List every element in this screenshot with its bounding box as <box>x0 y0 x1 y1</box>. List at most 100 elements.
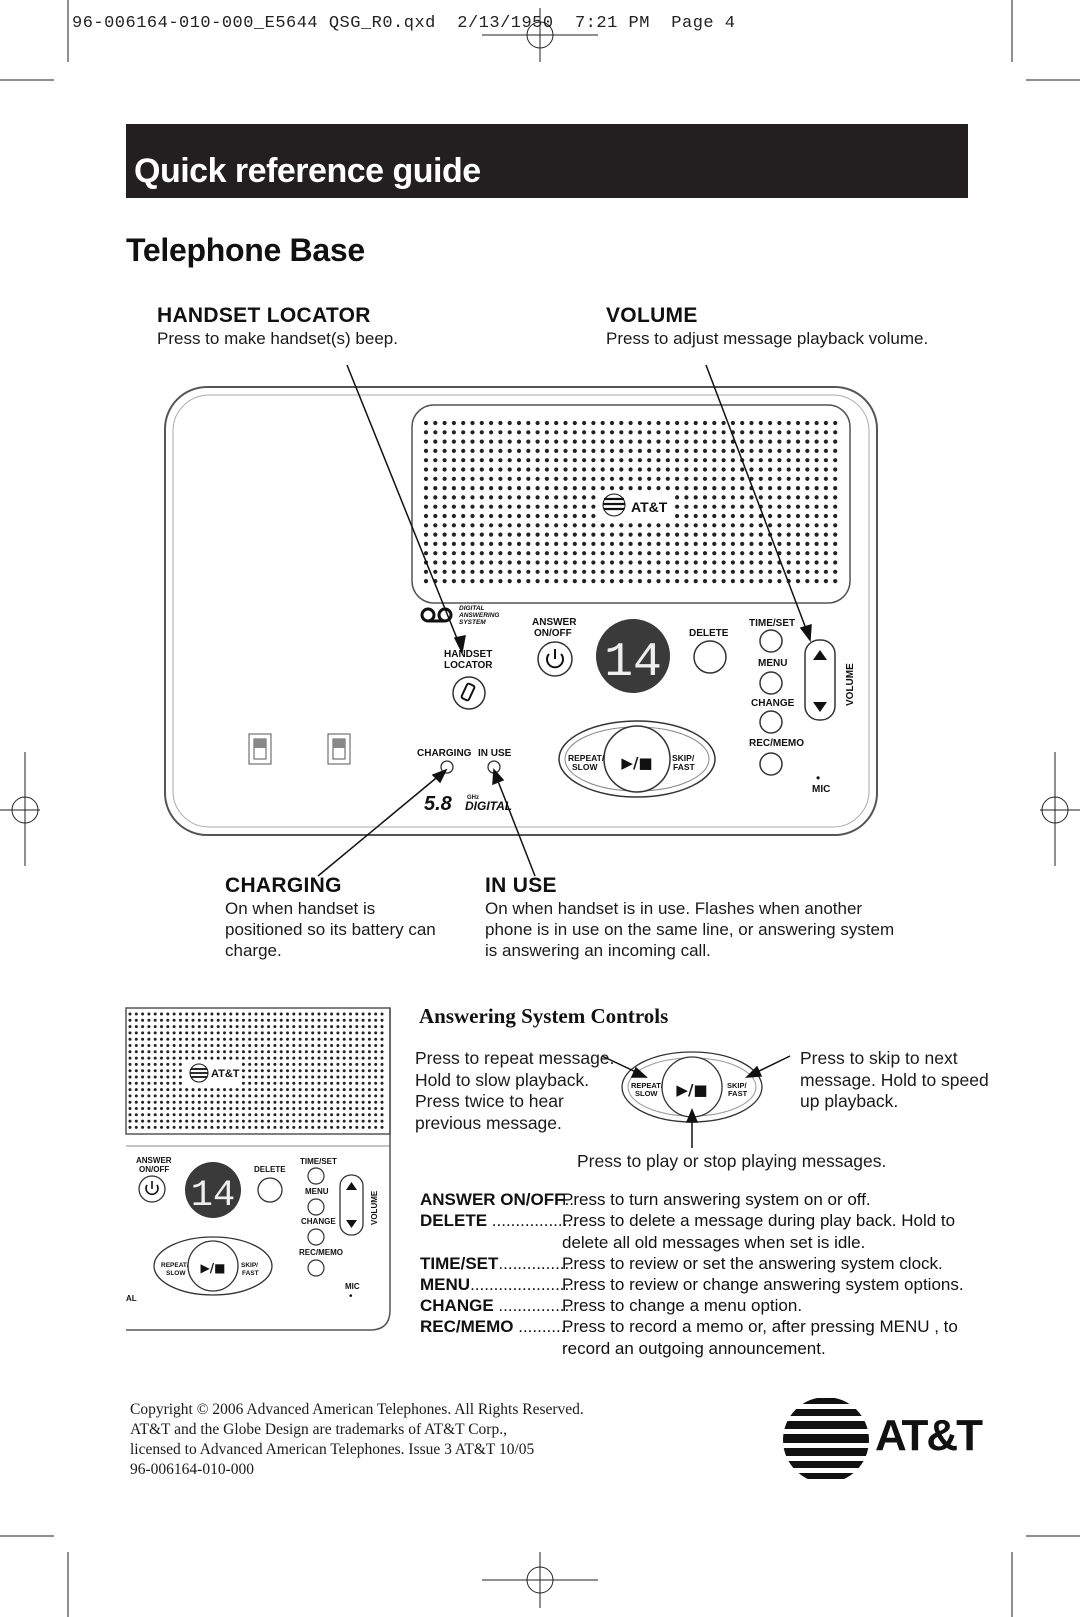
play-stop-button[interactable] <box>603 725 671 793</box>
page-title: Quick reference guide <box>134 152 481 190</box>
slow-label: SLOW <box>572 762 598 772</box>
skip-note-line: up playback. <box>800 1091 899 1111</box>
inset-change-button[interactable] <box>307 1228 325 1246</box>
control-leader: .. <box>564 1190 574 1209</box>
control-leader: ................ <box>493 1296 574 1315</box>
message-counter-display <box>596 619 670 693</box>
control-desc: Press to delete a message during play ba… <box>562 1211 956 1252</box>
repeat-note-line: previous message. <box>415 1112 562 1133</box>
inset-menu-button[interactable] <box>307 1198 325 1216</box>
asc-repeat-label: REPEAT/ <box>631 1081 664 1090</box>
inset-skip-label: SKIP/ <box>241 1262 258 1269</box>
das-label-3: SYSTEM <box>459 619 486 626</box>
inset-volume-label: VOLUME <box>370 1190 379 1225</box>
left-switch-2 <box>327 733 351 765</box>
freq-label: 5.8 <box>424 793 453 815</box>
inset-illustration: AT&T ANSWER ON/OFF DELETE TIME/SET MENU … <box>125 1007 791 1331</box>
control-leader: ...................... <box>470 1275 574 1294</box>
charging-title: CHARGING <box>225 874 342 897</box>
inset-fast-label: FAST <box>242 1270 259 1277</box>
inset-speaker-grille <box>128 1012 384 1129</box>
handset-locator-desc: Press to make handset(s) beep. <box>157 329 398 348</box>
control-leader: ................ <box>498 1254 574 1273</box>
control-desc: Press to review or set the answering sys… <box>562 1254 943 1273</box>
telephone-base-illustration: AT&T DIGITAL ANSWERING SYSTEM ANSWER ON/… <box>164 364 878 877</box>
play-note: Press to play or stop playing messages. <box>577 1151 887 1171</box>
answer-power-button[interactable] <box>537 641 573 677</box>
in-use-label: IN USE <box>478 748 512 759</box>
repeat-note: Press to repeat message. Hold to slow pl… <box>415 1048 614 1134</box>
rec-memo-label: REC/MEMO <box>749 738 804 749</box>
locator-label: LOCATOR <box>444 660 493 671</box>
inset-counter-display <box>185 1162 241 1218</box>
control-row: CHANGE ................Press to change a… <box>420 1295 980 1317</box>
asc-skip-label: SKIP/ <box>727 1081 748 1090</box>
asc-fast-label: FAST <box>728 1089 748 1098</box>
inset-play-button[interactable] <box>187 1240 239 1292</box>
digital-label: DIGITAL <box>465 799 512 813</box>
asc-slow-label: SLOW <box>635 1089 658 1098</box>
control-key: CHANGE <box>420 1296 494 1315</box>
control-desc: Press to turn answering system on or off… <box>562 1190 871 1209</box>
delete-label: DELETE <box>689 628 729 639</box>
control-desc: Press to change a menu option. <box>562 1296 803 1315</box>
charging-desc: On when handset is positioned so its bat… <box>225 899 436 960</box>
att-logo-text: AT&T <box>875 1411 983 1460</box>
control-row: REC/MEMO ...........Press to record a me… <box>420 1316 980 1358</box>
inset-menu-label: MENU <box>305 1187 329 1196</box>
inset-brand: AT&T <box>211 1068 240 1080</box>
menu-button[interactable] <box>759 671 783 695</box>
das-label-1: DIGITAL <box>459 605 485 612</box>
inset-delete-button[interactable] <box>257 1177 283 1203</box>
change-button[interactable] <box>759 710 783 734</box>
message-count: 14 <box>604 636 662 690</box>
inset-rec-memo-label: REC/MEMO <box>299 1248 343 1257</box>
asc-arrows <box>601 1055 791 1148</box>
inset-mic-label: MIC <box>345 1282 360 1291</box>
time-set-button[interactable] <box>759 629 783 653</box>
att-globe-icon <box>783 1398 869 1479</box>
inset-repeat-label: REPEAT/ <box>161 1262 189 1269</box>
copyright-line: AT&T and the Globe Design are trademarks… <box>130 1421 507 1438</box>
ghz-label: GHz <box>467 795 479 801</box>
repeat-label: REPEAT/ <box>568 753 605 763</box>
inset-time-set-button[interactable] <box>307 1167 325 1185</box>
in-use-title: IN USE <box>485 874 557 897</box>
control-key: DELETE <box>420 1211 488 1230</box>
svg-text:DIGITAL ANSWERING SYST: DIGITAL ANSWERING SYSTEM <box>458 605 501 626</box>
change-label: CHANGE <box>751 698 795 709</box>
inset-message-count: 14 <box>191 1175 235 1217</box>
time-set-label: TIME/SET <box>749 618 795 629</box>
control-key: TIME/SET <box>420 1254 499 1273</box>
handset-locator-title: HANDSET LOCATOR <box>157 304 371 327</box>
delete-button[interactable] <box>693 640 727 674</box>
rec-memo-button[interactable] <box>759 752 783 776</box>
left-switch-1 <box>248 733 272 765</box>
volume-label: VOLUME <box>845 663 856 706</box>
playback-control-cluster <box>558 720 716 798</box>
inset-play-icon: ▶/■ <box>201 1261 226 1275</box>
menu-label: MENU <box>758 658 787 669</box>
volume-rocker[interactable] <box>804 639 836 721</box>
handset-label: HANDSET <box>444 649 492 660</box>
control-key: MENU <box>420 1275 471 1294</box>
inset-volume-rocker[interactable] <box>339 1174 364 1236</box>
inset-change-label: CHANGE <box>301 1217 336 1226</box>
play-stop-icon: ▶/■ <box>621 754 652 772</box>
asc-cluster <box>621 1051 763 1123</box>
inset-brand-icon <box>189 1063 209 1083</box>
control-key: REC/MEMO <box>420 1317 514 1336</box>
brand-logo-icon <box>602 493 626 517</box>
handset-locator-button[interactable] <box>452 676 486 710</box>
control-leader: ........... <box>513 1317 571 1336</box>
answer-onoff-label: ON/OFF <box>534 628 572 639</box>
speaker-grille <box>423 420 838 584</box>
copyright-block: Copyright © 2006 Advanced American Telep… <box>130 1400 584 1480</box>
answering-controls-title: Answering System Controls <box>419 1004 669 1028</box>
inset-answer-button[interactable] <box>138 1175 166 1203</box>
mic-dot-icon: • <box>816 771 820 785</box>
control-desc: Press to record a memo or, after pressin… <box>562 1317 958 1358</box>
fast-label: FAST <box>673 762 696 772</box>
inset-rec-memo-button[interactable] <box>307 1259 325 1277</box>
control-key: ANSWER ON/OFF <box>420 1190 565 1209</box>
